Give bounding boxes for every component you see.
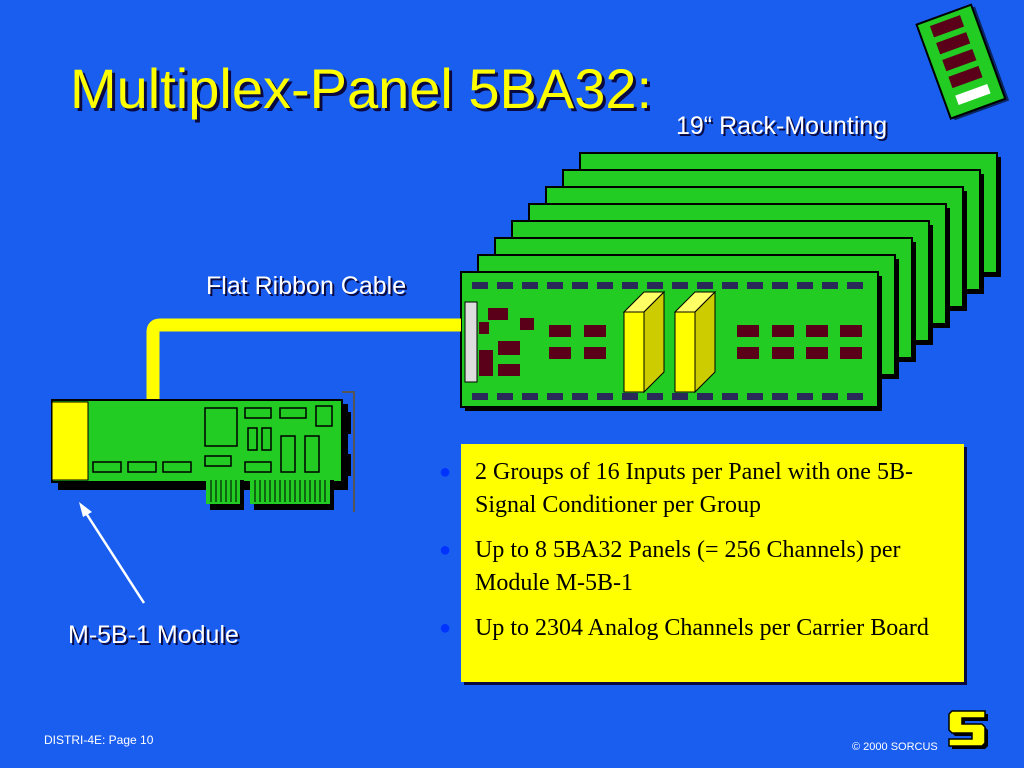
signal-conditioner-2 (673, 290, 717, 394)
slide-title: Multiplex-Panel 5BA32: (70, 57, 653, 120)
copyright: © 2000 SORCUS (852, 741, 938, 753)
front-panel (460, 271, 882, 411)
bullet-text: Up to 2304 Analog Channels per Carrier B… (475, 615, 929, 641)
module-label: M-5B-1 Module (68, 621, 239, 649)
bullet-dot-icon: ● (439, 617, 452, 639)
ribbon-cable-label: Flat Ribbon Cable (206, 272, 407, 300)
bullet-item: ● Up to 2304 Analog Channels per Carrier… (439, 612, 950, 645)
bullet-text: 2 Groups of 16 Inputs per Panel with one… (475, 459, 913, 518)
page-footer: DISTRI-4E: Page 10 (44, 733, 154, 747)
signal-conditioner-1 (622, 290, 666, 394)
arrow (79, 502, 146, 604)
rack-mounting-label: 19“ Rack-Mounting (676, 112, 888, 140)
bullet-text: Up to 8 5BA32 Panels (= 256 Channels) pe… (475, 537, 901, 596)
bullet-list: ● 2 Groups of 16 Inputs per Panel with o… (439, 456, 950, 645)
bullet-box: ● 2 Groups of 16 Inputs per Panel with o… (439, 444, 964, 682)
bullet-dot-icon: ● (439, 461, 452, 483)
memory-module-icon (915, 3, 1010, 121)
bullet-item: ● 2 Groups of 16 Inputs per Panel with o… (439, 456, 950, 522)
sorcus-logo-icon (948, 710, 988, 749)
bullet-dot-icon: ● (439, 539, 452, 561)
module-board (51, 391, 355, 512)
bullet-item: ● Up to 8 5BA32 Panels (= 256 Channels) … (439, 534, 950, 600)
ribbon-cable (89, 318, 461, 439)
